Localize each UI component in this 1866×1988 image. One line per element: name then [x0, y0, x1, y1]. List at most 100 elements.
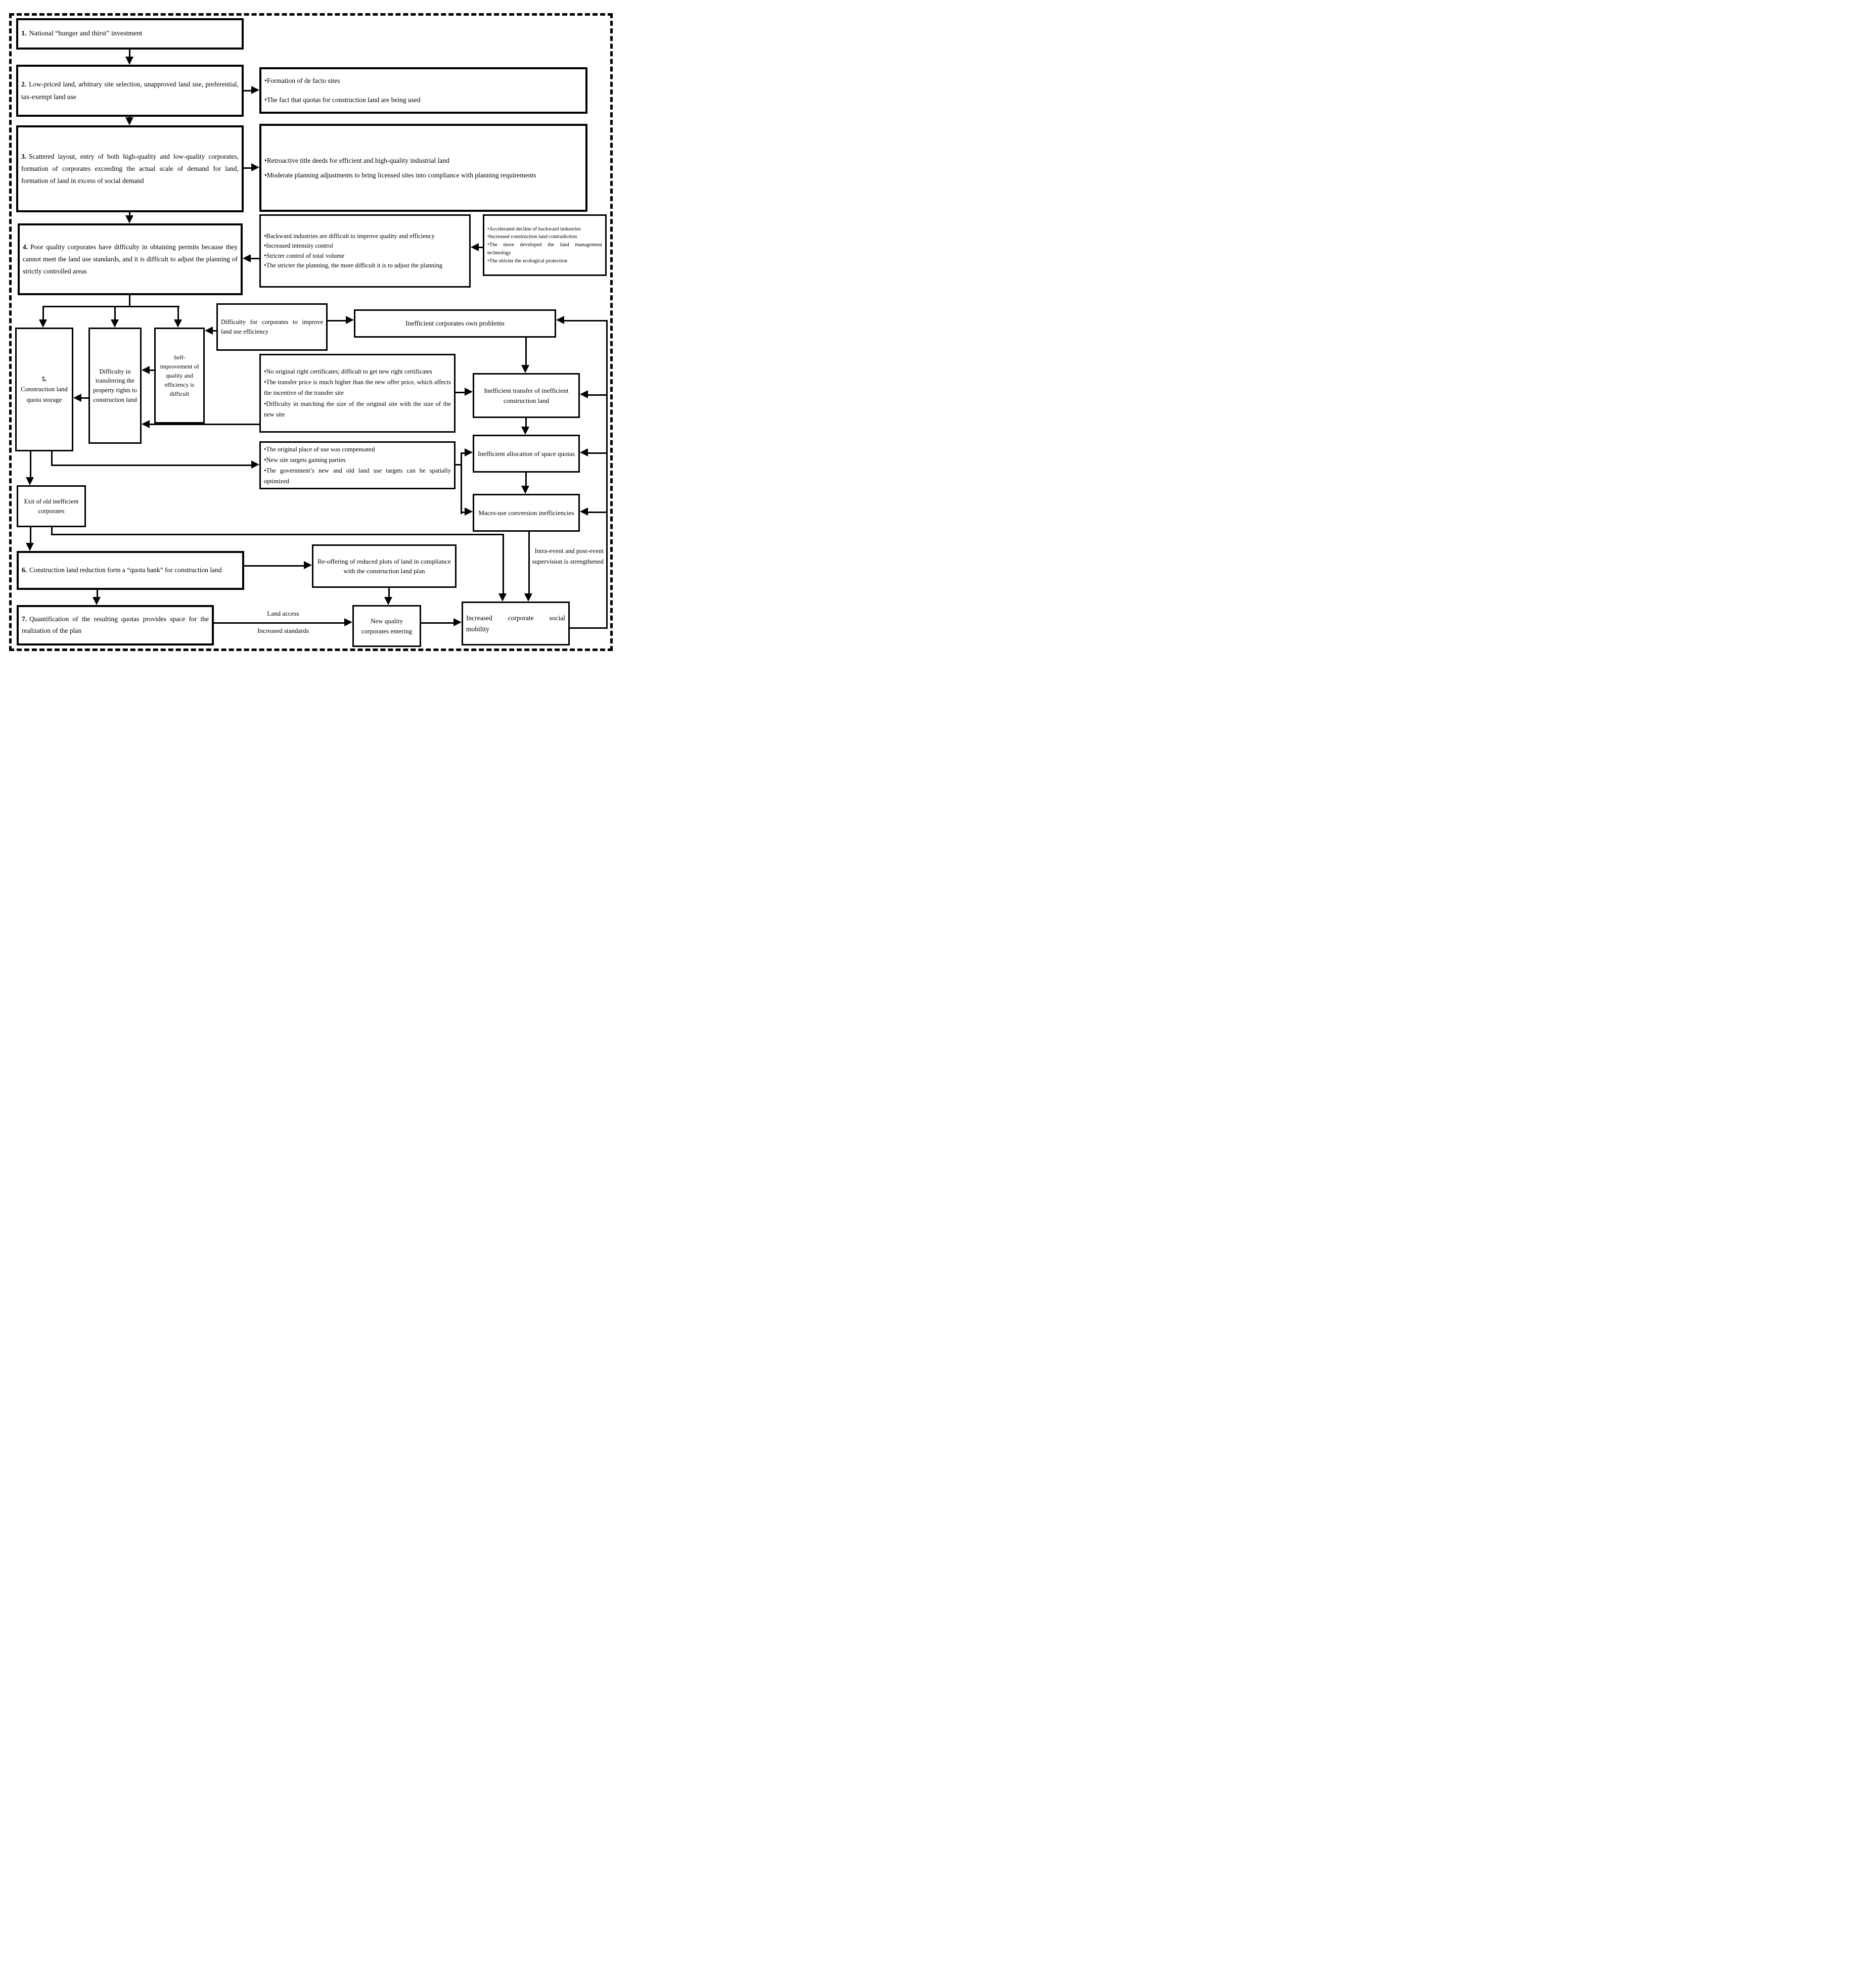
box-3-number: 3.: [21, 152, 27, 160]
box-difficulty-improve-efficiency: Difficulty for corporates to improve lan…: [216, 303, 328, 351]
box-2-text: Low-priced land, arbitrary site selectio…: [21, 80, 239, 101]
arrowhead-b1-b2: [125, 57, 133, 65]
box-accelerated-decline: •Accelerated decline of backward industr…: [483, 214, 607, 276]
arrowhead-backward-b4: [243, 254, 251, 262]
box-original-place-compensated: •The original place of use was compensat…: [259, 441, 456, 489]
box-backward-industries: •Backward industries are difficult to im…: [259, 214, 471, 288]
bullet-item: •Formation of de facto sites: [264, 76, 340, 84]
line-ineffown-inefftransfer: [525, 338, 527, 366]
label-increased-standards: Increased standards: [257, 627, 309, 634]
arrowhead-b3-retroactive: [251, 163, 259, 171]
bullet-item: •The fact that quotas for construction l…: [264, 96, 421, 104]
box-retroactive-title-deeds: •Retroactive title deeds for efficient a…: [259, 124, 587, 212]
arrowhead-ineffalloc-macrouse: [521, 486, 529, 494]
line-ineffalloc-macrouse: [525, 473, 527, 487]
arrowhead-ineffown-inefftransfer: [521, 365, 529, 373]
box-1-number: 1.: [21, 30, 27, 38]
line-exit-b6: [30, 527, 31, 544]
label-land-access: Land access: [267, 610, 299, 617]
arrowhead-exit-b6: [26, 543, 34, 551]
line-b5-compensated-h: [51, 465, 251, 466]
bullet-item: •Moderate planning adjustments to bring …: [264, 171, 536, 179]
bullet-item: •The transfer price is much higher than …: [264, 379, 451, 397]
line-reoffering-newquality: [388, 588, 390, 598]
box-3-text: Scattered layout, entry of both high-qua…: [21, 152, 239, 185]
arrowhead-difftransfer-b5: [73, 394, 81, 402]
fork-bar: [42, 306, 179, 307]
arrowhead-accelerated-backward: [471, 243, 479, 251]
arrowhead-feedback-ineffown: [556, 316, 564, 324]
line-feedback-inefftransfer: [586, 394, 608, 396]
line-fork-b5: [42, 306, 44, 320]
line-compensated-connector: [461, 452, 462, 514]
arrowhead-feedback-ineffalloc: [580, 448, 588, 456]
line-certificates-difftransfer: [148, 424, 259, 425]
arrowhead-b3-b4: [125, 215, 133, 223]
feedback-vertical-line: [606, 320, 608, 629]
box-5-quota-storage: 5. Construction land quota storage: [15, 328, 73, 451]
line-b6-reoffering: [244, 565, 305, 567]
bullet-item: •The stricter the planning, the more dif…: [264, 261, 443, 269]
box-macro-use-conversion: Macro-use conversion inefficiencies: [473, 494, 580, 532]
label-supervision-strengthened: Intra-event and post-event supervision i…: [532, 547, 604, 565]
arrowhead-fork-selfimprovement: [174, 319, 182, 328]
arrowhead-b5-compensated: [251, 460, 259, 469]
box-3-scattered-layout: 3.Scattered layout, entry of both high-q…: [16, 125, 244, 212]
bullet-item: •The stricter the ecological protection: [487, 258, 568, 264]
bullet-item: •Increased construction land contradicti…: [487, 234, 577, 240]
dashed-border-frame: [9, 13, 613, 651]
box-re-offering-plots: Re-offering of reduced plots of land in …: [312, 544, 457, 588]
line-difftransfer-b5: [80, 397, 88, 399]
box-6-number: 6.: [22, 566, 27, 574]
box-6-quota-bank: 6.Construction land reduction form a “qu…: [17, 551, 244, 590]
arrowhead-b2-b3: [125, 117, 133, 125]
line-b5-exit: [30, 451, 31, 478]
line-selfimprovement-difftransfer: [148, 369, 154, 371]
line-feedback-macrouse: [586, 512, 608, 513]
arrowhead-b6-b7: [93, 597, 101, 605]
arrowhead-feedback-inefftransfer: [580, 390, 588, 398]
arrowhead-feedback-macrouse: [580, 507, 588, 516]
bullet-item: •Backward industries are difficult to im…: [264, 232, 435, 240]
box-inefficient-allocation: Inefficient allocation of space quotas: [473, 435, 580, 473]
line-newquality-mobility: [421, 622, 454, 624]
box-6-text: Construction land reduction form a “quot…: [29, 566, 222, 574]
line-inefftransfer-ineffalloc: [525, 418, 527, 428]
bullet-item: •Retroactive title deeds for efficient a…: [264, 156, 449, 164]
box-new-quality-corporates: New quality corporates entering: [352, 605, 421, 647]
arrowhead-newquality-mobility: [453, 618, 462, 626]
line-exit-mobility-v2: [503, 534, 504, 594]
arrowhead-exit-mobility: [498, 593, 507, 602]
line-b5-compensated-v: [51, 451, 53, 466]
box-7-quantification-quotas: 7.Quantification of the resulting quotas…: [17, 605, 214, 645]
arrowhead-b5-exit: [26, 477, 34, 485]
arrowhead-fork-difftransfer: [111, 319, 119, 328]
flowchart-canvas: 1.National “hunger and thirst” investmen…: [0, 0, 622, 663]
line-exit-mobility-h: [51, 534, 504, 535]
arrowhead-certificates-inefftransfer: [465, 388, 473, 396]
line-b7-newquality: [214, 622, 345, 624]
bullet-item: •Increased intensity control: [264, 242, 333, 250]
box-increased-social-mobility: Increased corporate social mobility: [462, 602, 570, 645]
line-backward-b4: [251, 258, 259, 259]
arrowhead-b7-newquality: [344, 618, 352, 626]
line-compensated-out: [456, 464, 462, 466]
line-b3-retroactive: [244, 167, 252, 169]
line-b6-b7: [97, 590, 98, 598]
line-b1-b2: [129, 50, 130, 58]
box-2-number: 2.: [21, 80, 27, 88]
box-5-text: Construction land quota storage: [21, 385, 68, 403]
bullet-item: •Accelerated decline of backward industr…: [487, 226, 581, 232]
arrowhead-reoffering-newquality: [384, 597, 392, 605]
box-7-text: Quantification of the resulting quotas p…: [22, 615, 209, 634]
bullet-item: •No original right certificates; difficu…: [264, 367, 432, 375]
arrowhead-b6-reoffering: [304, 561, 312, 569]
arrowhead-compensated-macrouse: [465, 507, 473, 516]
box-inefficient-transfer: Inefficient transfer of inefficient cons…: [473, 373, 580, 418]
line-compensated-ineffalloc: [461, 452, 466, 454]
line-diffcorp-selfimprovement: [211, 330, 216, 332]
line-diffcorp-ineffown: [328, 320, 347, 321]
arrowhead-certificates-difftransfer: [142, 420, 150, 428]
line-macrouse-mobility: [528, 532, 530, 594]
bullet-item: •The original place of use was compensat…: [264, 445, 375, 453]
